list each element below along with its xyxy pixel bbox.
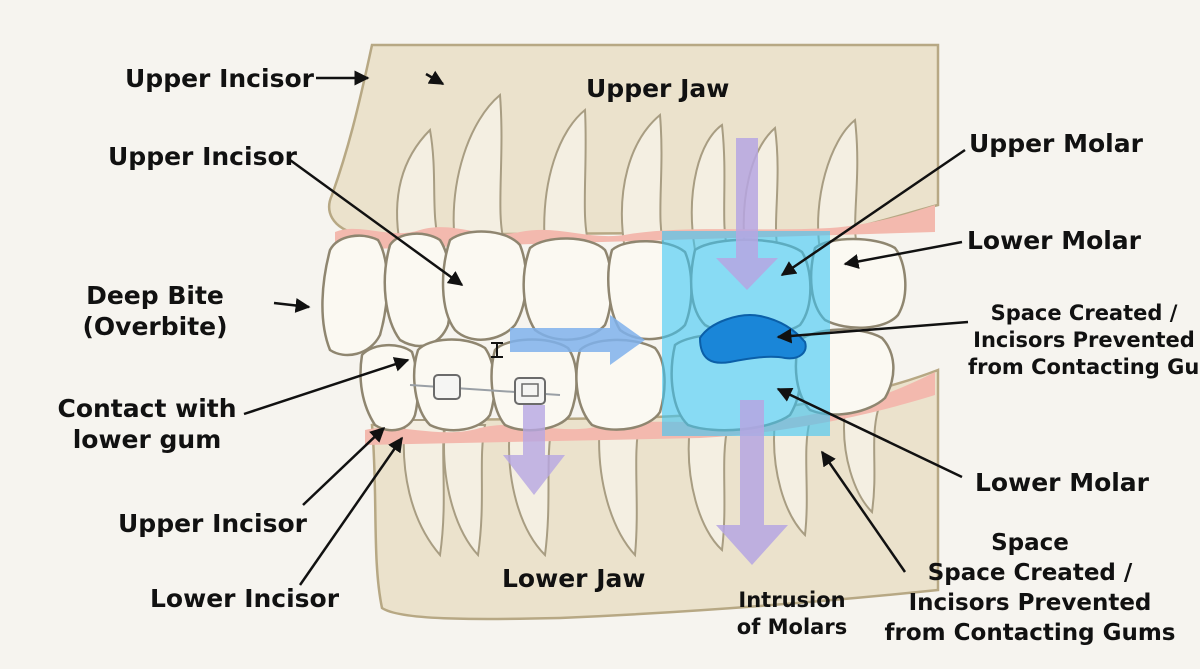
label-deep-bite: Deep Bite (Overbite): [70, 280, 240, 342]
lower-roots: [402, 409, 880, 558]
gap-marker: [491, 342, 503, 358]
label-space-bottom-line3: from Contacting Gums: [884, 620, 1176, 646]
label-space-bottom-line2: Incisors Prevented: [908, 590, 1152, 616]
label-lower-molar-bottom: Lower Molar: [975, 468, 1150, 497]
upper-crown-1: [321, 234, 389, 357]
arrow-lower-incisor: [298, 436, 404, 586]
lower-root-2: [443, 424, 487, 558]
upper-crown-4: [522, 237, 613, 341]
lower-crown-1: [359, 344, 420, 432]
lower-root-4: [598, 419, 642, 558]
lower-root-5: [687, 424, 730, 553]
upper-root-5: [690, 123, 730, 251]
label-contact-lower-gum-line2: lower gum: [72, 425, 222, 454]
lower-root-7: [843, 409, 880, 515]
braces: [409, 374, 561, 405]
molar-intrusion-arrow-down-lower: [716, 400, 788, 565]
upper-crown-3: [441, 230, 528, 341]
label-arrows: [243, 70, 969, 586]
arrow-lower-molar-bottom: [776, 387, 963, 479]
label-contact-lower-gum: Contact with lower gum: [52, 393, 242, 455]
label-lower-molar-top: Lower Molar: [967, 226, 1142, 255]
upper-roots: [396, 92, 860, 251]
bracket-1: [433, 374, 461, 400]
label-intrusion-of-molars: Intrusion of Molars: [722, 587, 862, 641]
label-space-bottom: Space Space Created / Incisors Prevented…: [880, 528, 1180, 648]
molar-intrusion-arrow-down-upper: [716, 138, 778, 290]
arrow-deep-bite: [273, 298, 311, 313]
label-intrusion-line1: Intrusion: [738, 588, 846, 612]
incisor-arrow-down: [503, 405, 565, 495]
arrow-lower-molar-top: [843, 240, 963, 269]
forward-movement-arrow: [510, 315, 645, 365]
bracket-2: [514, 377, 546, 405]
label-upper-incisor-top: Upper Incisor: [125, 64, 314, 93]
label-upper-incisor-mid: Upper Incisor: [108, 142, 297, 171]
label-lower-incisor: Lower Incisor: [150, 584, 340, 613]
arrow-upper-incisor-bottom: [302, 426, 386, 506]
upper-crown-2: [383, 232, 453, 348]
label-upper-molar: Upper Molar: [969, 129, 1143, 158]
upper-root-2: [452, 92, 507, 246]
upper-root-4: [620, 112, 667, 251]
label-upper-jaw: Upper Jaw: [586, 74, 730, 103]
label-lower-jaw: Lower Jaw: [502, 564, 646, 593]
label-space-created-right-line1: Space Created /: [990, 301, 1178, 325]
arrow-upper-jaw-pointer: [425, 70, 445, 86]
arrow-upper-molar: [780, 148, 966, 277]
arrow-upper-incisor-mid: [289, 158, 464, 287]
upper-root-3: [543, 107, 592, 249]
arrow-space-created-right: [776, 320, 969, 344]
upper-root-1: [396, 127, 442, 246]
bite-block: [698, 314, 807, 364]
label-space-created-right-line2: Incisors Prevented: [973, 328, 1195, 352]
arrow-contact-lower-gum: [243, 357, 410, 416]
arrow-space-bottom: [820, 450, 907, 573]
label-space-created-right-line3: from Contacting Gums: [968, 355, 1200, 379]
label-space-created-right: Space Created / Incisors Prevented from …: [968, 300, 1200, 381]
label-deep-bite-line2: (Overbite): [82, 312, 228, 341]
lower-root-6: [773, 419, 812, 538]
label-intrusion-line2: of Molars: [736, 615, 848, 639]
label-space-bottom-line1: Space Created /: [927, 560, 1133, 586]
label-deep-bite-line1: Deep Bite: [86, 281, 224, 310]
label-upper-incisor-bottom: Upper Incisor: [118, 509, 307, 538]
label-contact-lower-gum-line1: Contact with: [57, 394, 237, 423]
label-space-bottom-line0: Space: [991, 530, 1069, 556]
